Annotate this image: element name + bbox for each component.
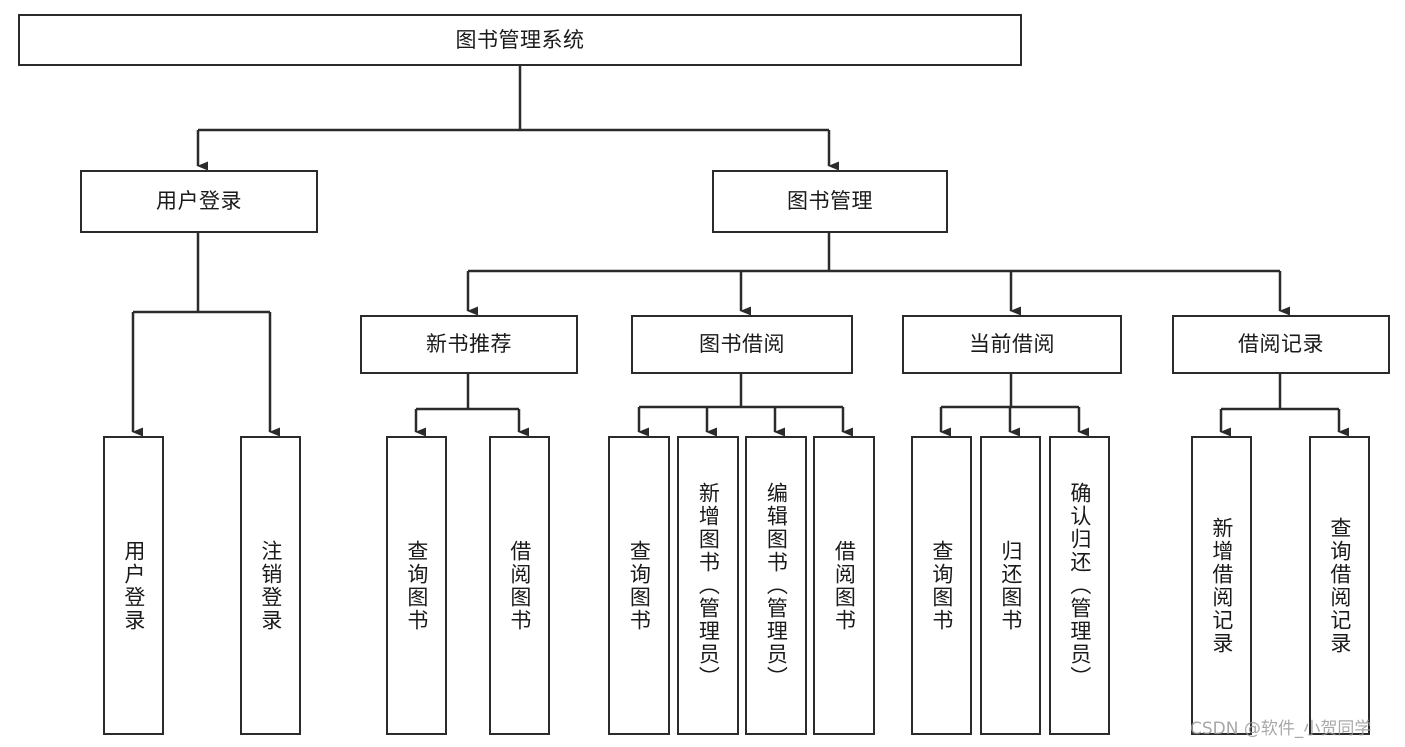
node-label: 新增图书（管理员） bbox=[696, 482, 721, 689]
leaf-add-borrow-record[interactable]: 新增借阅记录 bbox=[1191, 436, 1252, 735]
leaf-user-login[interactable]: 用户登录 bbox=[103, 436, 164, 735]
node-label: 确认归还（管理员） bbox=[1067, 482, 1092, 689]
node-label: 图书借阅 bbox=[699, 332, 785, 357]
node-label: 新书推荐 bbox=[426, 332, 512, 357]
leaf-return-book[interactable]: 归还图书 bbox=[980, 436, 1041, 735]
leaf-query-book-recommend[interactable]: 查询图书 bbox=[386, 436, 447, 735]
node-label: 查询图书 bbox=[404, 539, 429, 632]
node-label: 借阅图书 bbox=[507, 539, 532, 632]
node-label: 新增借阅记录 bbox=[1209, 516, 1234, 655]
leaf-add-book-admin[interactable]: 新增图书（管理员） bbox=[677, 436, 739, 735]
node-new-book-recommend[interactable]: 新书推荐 bbox=[360, 315, 578, 374]
node-root-book-management-system[interactable]: 图书管理系统 bbox=[18, 14, 1022, 66]
leaf-query-book-borrow[interactable]: 查询图书 bbox=[608, 436, 670, 735]
node-book-management[interactable]: 图书管理 bbox=[712, 170, 948, 233]
node-label: 归还图书 bbox=[998, 539, 1023, 632]
node-label: 用户登录 bbox=[156, 189, 242, 214]
leaf-query-book-current[interactable]: 查询图书 bbox=[911, 436, 972, 735]
leaf-borrow-book[interactable]: 借阅图书 bbox=[813, 436, 875, 735]
node-borrow-record[interactable]: 借阅记录 bbox=[1172, 315, 1390, 374]
node-label: 借阅记录 bbox=[1238, 332, 1324, 357]
leaf-edit-book-admin[interactable]: 编辑图书（管理员） bbox=[745, 436, 807, 735]
node-current-borrow[interactable]: 当前借阅 bbox=[902, 315, 1122, 374]
leaf-query-borrow-record[interactable]: 查询借阅记录 bbox=[1309, 436, 1370, 735]
node-label: 图书管理系统 bbox=[455, 27, 585, 52]
node-label: 图书管理 bbox=[787, 189, 873, 214]
node-label: 借阅图书 bbox=[832, 539, 857, 632]
node-label: 编辑图书（管理员） bbox=[764, 482, 789, 689]
node-label: 查询图书 bbox=[929, 539, 954, 632]
leaf-confirm-return-admin[interactable]: 确认归还（管理员） bbox=[1049, 436, 1110, 735]
node-user-login[interactable]: 用户登录 bbox=[80, 170, 318, 233]
node-label: 查询图书 bbox=[627, 539, 652, 632]
node-label: 查询借阅记录 bbox=[1327, 516, 1352, 655]
leaf-logout[interactable]: 注销登录 bbox=[240, 436, 301, 735]
node-book-borrow[interactable]: 图书借阅 bbox=[631, 315, 853, 374]
node-label: 用户登录 bbox=[121, 539, 146, 632]
node-label: 注销登录 bbox=[258, 539, 283, 632]
node-label: 当前借阅 bbox=[969, 332, 1055, 357]
leaf-borrow-book-recommend[interactable]: 借阅图书 bbox=[489, 436, 550, 735]
